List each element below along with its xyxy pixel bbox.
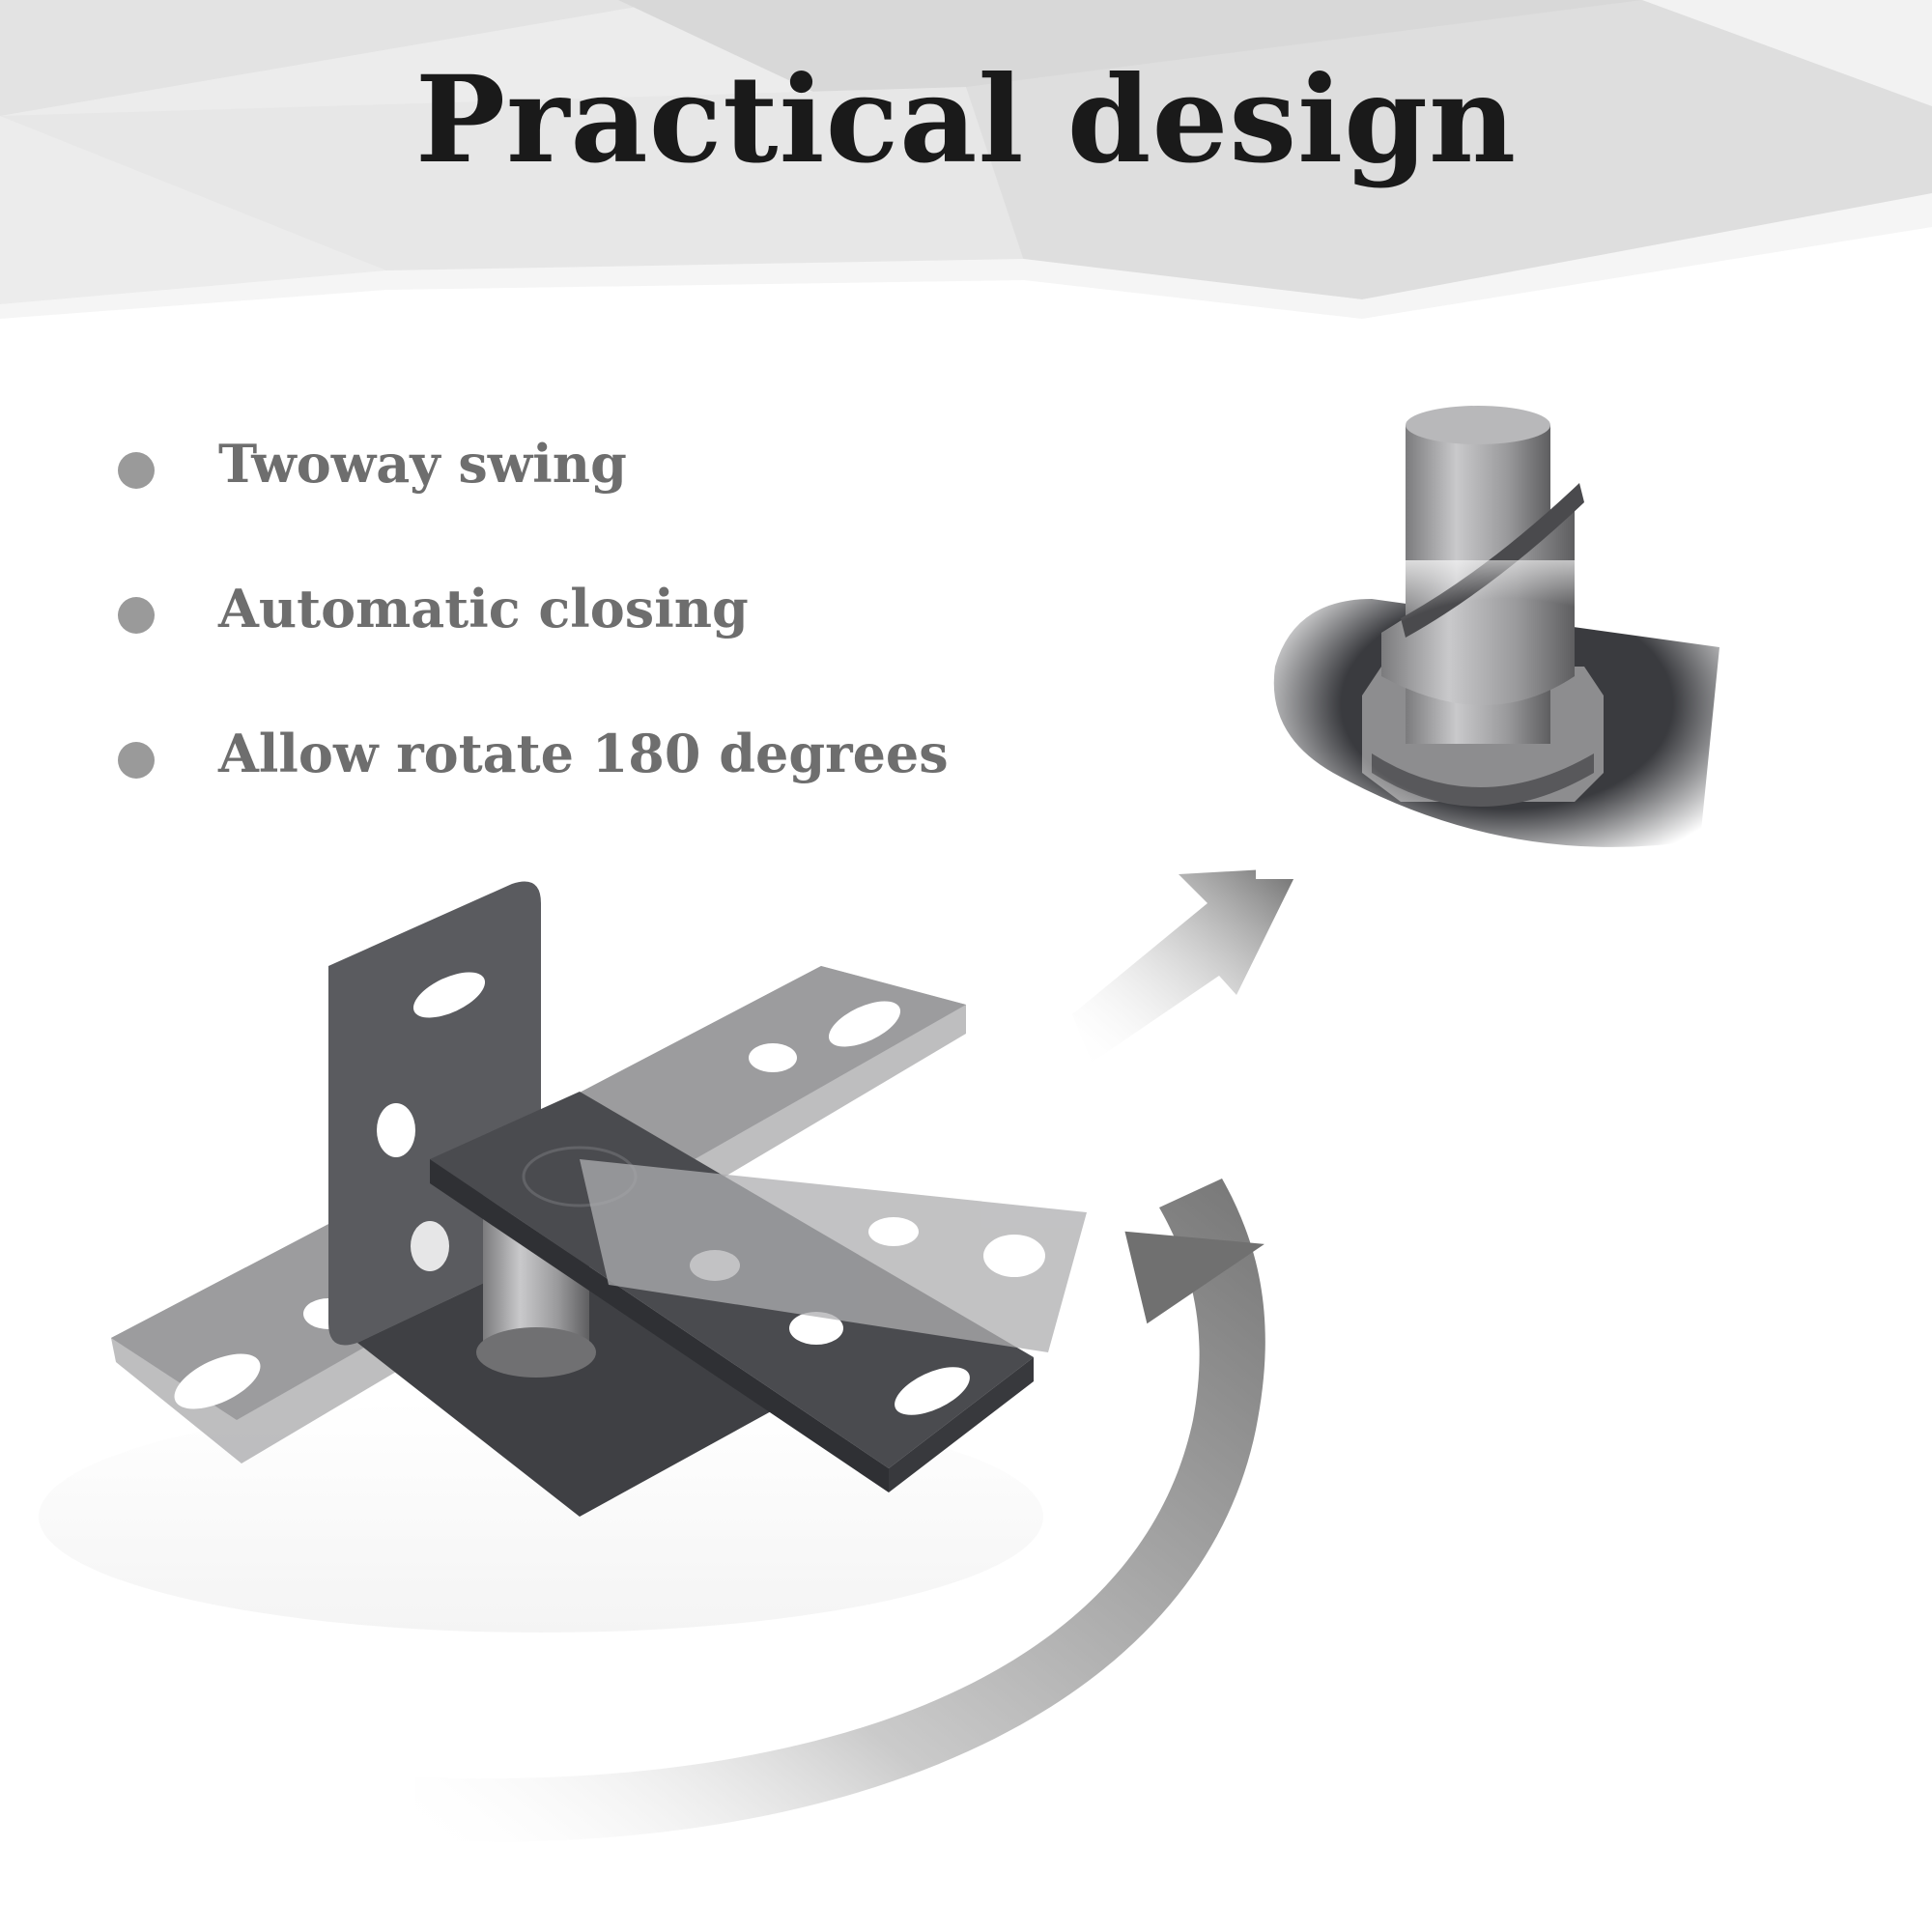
curved-rotation-arrow-icon [415,1179,1265,1842]
bullet-dot-icon [118,452,155,489]
bullet-dot-icon [118,742,155,779]
feature-label: Automatic closing [218,578,749,639]
feature-item: Twoway swing [116,425,985,570]
bullet-dot-icon [118,597,155,634]
feature-item: Allow rotate 180 degrees [116,715,985,860]
feature-label: Twoway swing [218,433,627,495]
pin-detail-closeup [1256,406,1758,879]
feature-list: Twoway swing Automatic closing Allow rot… [116,425,985,860]
feature-label: Allow rotate 180 degrees [218,723,949,784]
diagonal-arrow-icon [1072,867,1299,1063]
page-title: Practical design [414,50,1518,190]
feature-item: Automatic closing [116,570,985,715]
hinge-plate-rotated [580,1159,1087,1352]
